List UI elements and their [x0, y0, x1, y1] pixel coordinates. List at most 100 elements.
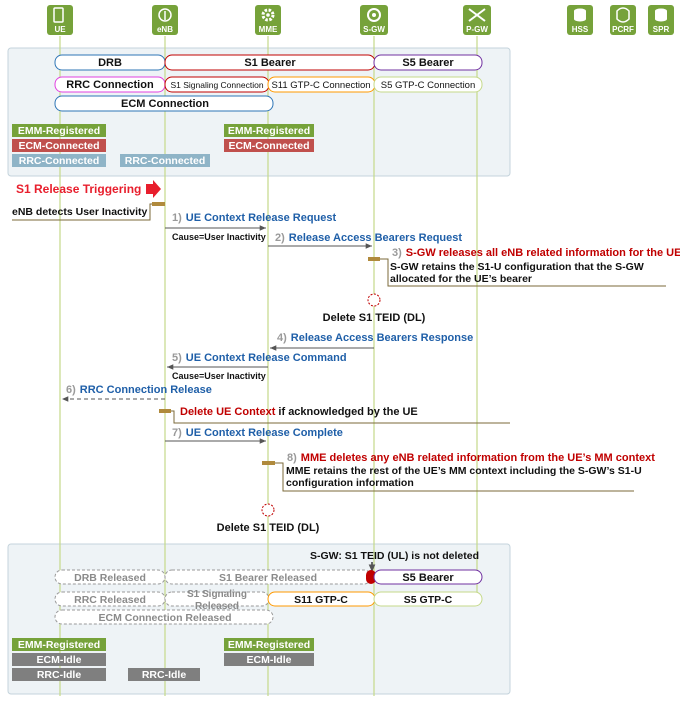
step-3-line-2: allocated for the UE’s bearer — [390, 273, 532, 285]
step-7-number: 7) — [172, 427, 182, 439]
step-7-label: UE Context Release Complete — [186, 427, 343, 439]
step-5-cause: Cause=User Inactivity — [172, 371, 266, 381]
step-1-label: UE Context Release Request — [186, 212, 337, 224]
step-5-number: 5) — [172, 352, 182, 364]
ecm-connection-label: ECM Connection — [121, 98, 209, 110]
bottom-ue-ecm-badge — [12, 653, 106, 666]
bottom-s5-bearer-label: S5 Bearer — [402, 572, 454, 584]
s11-gtpc-label: S11 GTP-C Connection — [271, 80, 370, 91]
s1-bearer-released-label: S1 Bearer Released — [219, 572, 317, 584]
ue-rrc-badge — [12, 154, 106, 167]
ue-emm-label: EMM-Registered — [18, 125, 100, 137]
bottom-enb-rrc-badge — [128, 668, 200, 681]
step-3-number: 3) — [392, 247, 402, 259]
top-connection-row: RRC Connection S1 Signaling Connection S… — [54, 76, 483, 93]
ecm-connection-pipe — [54, 95, 274, 112]
step-3-title: S-GW releases all eNB related informatio… — [406, 247, 680, 259]
step-8-line-1: MME retains the rest of the UE’s MM cont… — [286, 465, 642, 477]
bottom-ue-emm-badge — [12, 638, 106, 651]
ecm-released-label: ECM Connection Released — [98, 612, 231, 624]
svg-text:SPR: SPR — [653, 25, 670, 34]
bottom-ue-emm-label: EMM-Registered — [18, 639, 100, 651]
s5-gtpc-label: S5 GTP-C Connection — [381, 80, 476, 91]
s1-signaling-label: S1 Signaling Connection — [170, 80, 263, 90]
ecm-released-pipe — [54, 609, 274, 625]
enb-delete-context-black: if acknowledged by the UE — [275, 406, 417, 418]
drb-released-label: DRB Released — [74, 572, 146, 584]
svg-text:6)RRC Connection Release: 6) RRC Connection Release — [66, 384, 212, 396]
svg-text:5)UE Context Release Command: 5) UE Context Release Command — [172, 352, 347, 364]
hss-icon: HSS — [567, 5, 593, 35]
mme-emm-label: EMM-Registered — [228, 125, 310, 137]
top-bearer-row: DRB S1 Bearer S5 Bearer — [54, 54, 483, 71]
s1-signaling-released-line-2: Released — [195, 601, 239, 612]
step-2-number: 2) — [275, 232, 285, 244]
svg-text:UE: UE — [54, 25, 66, 34]
ue-emm-badge — [12, 124, 106, 137]
mme-icon: MME — [255, 5, 281, 35]
s5-bearer-pipe — [373, 54, 483, 71]
mme-delete-teid-text: Delete S1 TEID (DL) — [217, 522, 320, 534]
step-4-number: 4) — [277, 332, 287, 344]
enb-rrc-badge — [120, 154, 210, 167]
sgw-delete-teid-text: Delete S1 TEID (DL) — [323, 312, 426, 324]
step-3-line-1: S-GW retains the S1-U configuration that… — [390, 261, 644, 273]
drb-label: DRB — [98, 57, 122, 69]
bottom-mme-emm-label: EMM-Registered — [228, 639, 310, 651]
svg-text:2)Release Access Bearers Reque: 2) Release Access Bearers Request — [275, 232, 462, 244]
pcrf-icon: PCRF — [610, 5, 636, 35]
step-1-cause: Cause=User Inactivity — [172, 232, 266, 242]
enb-rrc-label: RRC-Connected — [125, 155, 206, 167]
svg-text:8)MME deletes any eNB related: 8) MME deletes any eNB related informatio… — [287, 452, 655, 464]
svg-text:4)Release Access Bearers Respo: 4)Release Access Bearers Response — [277, 332, 473, 344]
svg-text:HSS: HSS — [572, 25, 589, 34]
enb-icon: eNB — [152, 5, 178, 35]
step-6-label: RRC Connection Release — [80, 384, 212, 396]
ue-rrc-label: RRC-Connected — [19, 155, 100, 167]
svg-text:3)S-GW releases all eNB relate: 3) S-GW releases all eNB related informat… — [392, 247, 680, 259]
mme-ecm-badge — [224, 139, 314, 152]
svg-text:P-GW: P-GW — [466, 25, 488, 34]
svg-text:1)UE Context Release Request: 1) UE Context Release Request — [172, 212, 336, 224]
mme-emm-badge — [224, 124, 314, 137]
ue-ecm-badge — [12, 139, 106, 152]
trigger-title: S1 Release Triggering — [16, 182, 141, 196]
spr-icon: SPR — [648, 5, 674, 35]
sgw-icon: S-GW — [360, 5, 388, 35]
s1-bearer-label: S1 Bearer — [244, 57, 296, 69]
rrc-connection-label: RRC Connection — [66, 79, 154, 91]
svg-text:eNB: eNB — [157, 25, 173, 34]
svg-text:S-GW: S-GW — [363, 25, 385, 34]
enb-delete-context-red: Delete UE Context — [180, 406, 276, 418]
trigger-arrow-icon — [146, 180, 161, 198]
step-8-title: MME deletes any eNB related information … — [301, 452, 655, 464]
step-2-label: Release Access Bearers Request — [289, 232, 463, 244]
bottom-s5-gtpc-label: S5 GTP-C — [404, 594, 453, 606]
ue-ecm-label: ECM-Connected — [18, 140, 99, 152]
step-6-number: 6) — [66, 384, 76, 396]
step-8-line-2: configuration information — [286, 477, 414, 489]
s1-signaling-released-line-1: S1 Signaling — [187, 589, 247, 600]
bottom-ue-rrc-label: RRC-Idle — [37, 669, 81, 681]
pgw-icon: P-GW — [463, 5, 491, 35]
mme-ecm-label: ECM-Connected — [228, 140, 309, 152]
bottom-s11-gtpc-label: S11 GTP-C — [294, 594, 348, 606]
bottom-mme-ecm-label: ECM-Idle — [247, 654, 292, 666]
svg-text:7)UE Context Release Complete: 7) UE Context Release Complete — [172, 427, 343, 439]
svg-text:Delete UE Context if acknowled: Delete UE Context if acknowledged by the… — [180, 406, 418, 418]
step-8-number: 8) — [287, 452, 297, 464]
enb-inactivity-text: eNB detects User Inactivity — [12, 206, 148, 218]
step-1-number: 1) — [172, 212, 182, 224]
bottom-mme-ecm-badge — [224, 653, 314, 666]
bottom-bearer-row: DRB Released S1 Bearer Released S5 Beare… — [54, 569, 483, 585]
bottom-ue-rrc-badge — [12, 668, 106, 681]
bottom-connection-row: RRC Released S1 Signaling Released S11 G… — [54, 589, 483, 612]
sgw-teid-note: S-GW: S1 TEID (UL) is not deleted — [310, 550, 479, 562]
step-5-label: UE Context Release Command — [186, 352, 347, 364]
sgw-delete-marker-icon — [367, 293, 381, 307]
rrc-released-label: RRC Released — [74, 594, 146, 606]
ue-icon: UE — [47, 5, 73, 35]
svg-text:PCRF: PCRF — [612, 25, 634, 34]
svg-text:MME: MME — [259, 25, 278, 34]
